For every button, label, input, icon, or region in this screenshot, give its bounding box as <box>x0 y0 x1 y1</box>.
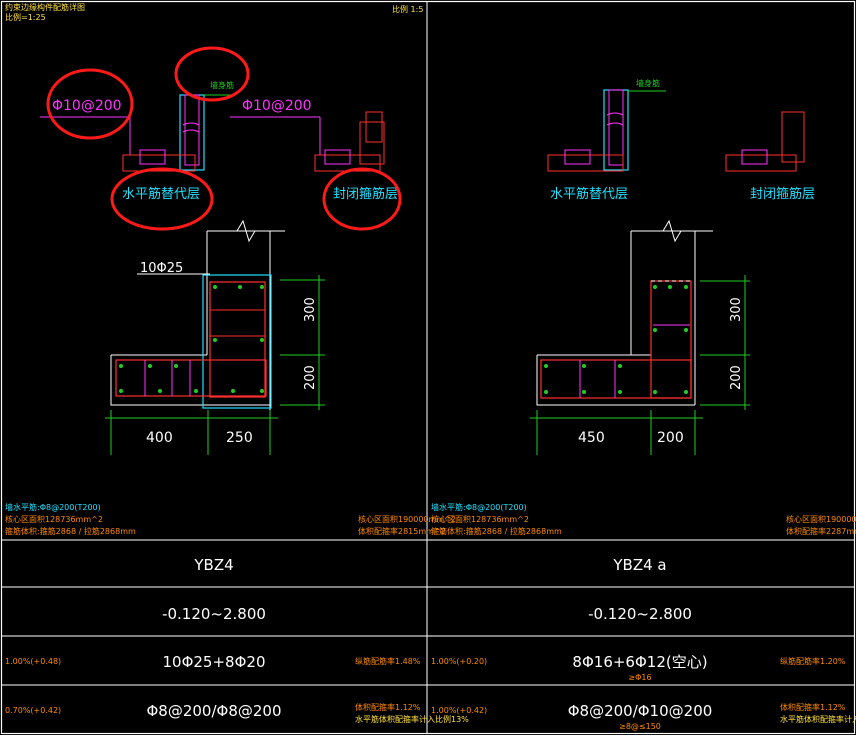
right-right-note-1: 纵筋配筋率1.20% <box>780 656 846 666</box>
right-table-longitudinal: 8Φ16+6Φ12(空心) <box>572 653 707 671</box>
right-table-elevation: -0.120~2.800 <box>588 605 692 623</box>
left-footer-right-1: 核心区面积190000mm^2 <box>358 514 456 524</box>
right-dim-200: 200 <box>729 365 744 390</box>
left-footer-3: 箍筋体积:箍筋2868 / 拉筋2868mm <box>5 526 136 536</box>
left-right-note-2: 体积配箍率1.12% <box>355 702 421 712</box>
right-table-longitudinal-sub: ≥Φ16 <box>628 673 651 682</box>
left-right-note-1: 纵筋配筋率1.48% <box>355 656 421 666</box>
left-right-note-3: 水平筋体积配箍率计入比例13% <box>355 714 469 724</box>
left-panel: 约束边缘构件配筋详图 比例=1:25 比例 1:5 墙身筋 Φ10@200 Φ1… <box>5 2 469 724</box>
left-footer-2: 核心区面积128736mm^2 <box>5 514 103 524</box>
left-top-label: 墙身筋 <box>210 80 234 90</box>
left-dim-300: 300 <box>303 297 318 322</box>
right-layer-right: 封闭箍筋层 <box>750 186 815 202</box>
left-header-2: 比例=1:25 <box>5 12 46 22</box>
left-spacing-label: Φ10@200 <box>52 98 122 114</box>
left-table-elevation: -0.120~2.800 <box>162 605 266 623</box>
right-table-stirrup-sub: ≥8@≤150 <box>619 722 661 731</box>
left-layer-right: 封闭箍筋层 <box>333 186 398 202</box>
right-section: 300 200 450 200 <box>530 219 750 455</box>
right-footer-right-2: 体积配箍率2287mm^2 <box>786 526 856 536</box>
right-panel: 墙身筋 水平筋替代层 封闭箍筋层 <box>431 78 856 731</box>
right-footer-3: 箍筋体积:箍筋2868 / 拉筋2868mm <box>431 526 562 536</box>
right-note-1: 1.00%(+0.20) <box>431 657 487 666</box>
right-dim-450: 450 <box>578 430 605 446</box>
right-spacing-label: Φ10@200 <box>242 98 312 114</box>
left-table-stirrup: Φ8@200/Φ8@200 <box>146 702 281 720</box>
left-table-longitudinal: 10Φ25+8Φ20 <box>163 653 266 671</box>
left-header-1: 约束边缘构件配筋详图 <box>5 2 85 12</box>
left-scale-label: 比例 1:5 <box>392 4 423 14</box>
right-note-2: 1.00%(+0.42) <box>431 706 487 715</box>
left-rebar-label: 10Φ25 <box>140 261 183 276</box>
right-dim-200-w: 200 <box>657 430 684 446</box>
right-layer-left: 水平筋替代层 <box>550 186 628 202</box>
left-layer-left: 水平筋替代层 <box>122 186 200 202</box>
right-wall-detail: 墙身筋 水平筋替代层 封闭箍筋层 <box>547 78 815 202</box>
left-note-2: 0.70%(+0.42) <box>5 706 61 715</box>
left-footer-1: 墙水平筋:Φ8@200(T200) <box>5 502 101 512</box>
left-footer-right-2: 体积配箍率2815mm^2 <box>358 526 446 536</box>
right-right-note-3: 水平筋体积配箍率计入比例13% <box>780 714 856 724</box>
red-annotation-circles <box>46 46 402 231</box>
right-dim-300: 300 <box>729 297 744 322</box>
right-right-note-2: 体积配箍率1.12% <box>780 702 846 712</box>
right-footer-1: 墙水平筋:Φ8@200(T200) <box>431 502 527 512</box>
left-wall-detail: 墙身筋 Φ10@200 Φ10@200 水平筋替代层 封闭箍筋层 <box>40 80 398 202</box>
left-dim-250: 250 <box>226 430 253 446</box>
left-section: 10Φ25 300 200 400 250 <box>105 219 325 455</box>
right-footer-right-1: 核心区面积190000mm^2 <box>786 514 856 524</box>
right-footer-2: 核心区面积128736mm^2 <box>431 514 529 524</box>
left-note-1: 1.00%(+0.48) <box>5 657 61 666</box>
left-dim-400: 400 <box>146 430 173 446</box>
right-table-stirrup: Φ8@200/Φ10@200 <box>568 702 713 720</box>
left-table-name: YBZ4 <box>193 556 233 574</box>
right-top-label: 墙身筋 <box>636 78 660 88</box>
right-table-name: YBZ4 a <box>612 556 666 574</box>
left-dim-200: 200 <box>303 365 318 390</box>
